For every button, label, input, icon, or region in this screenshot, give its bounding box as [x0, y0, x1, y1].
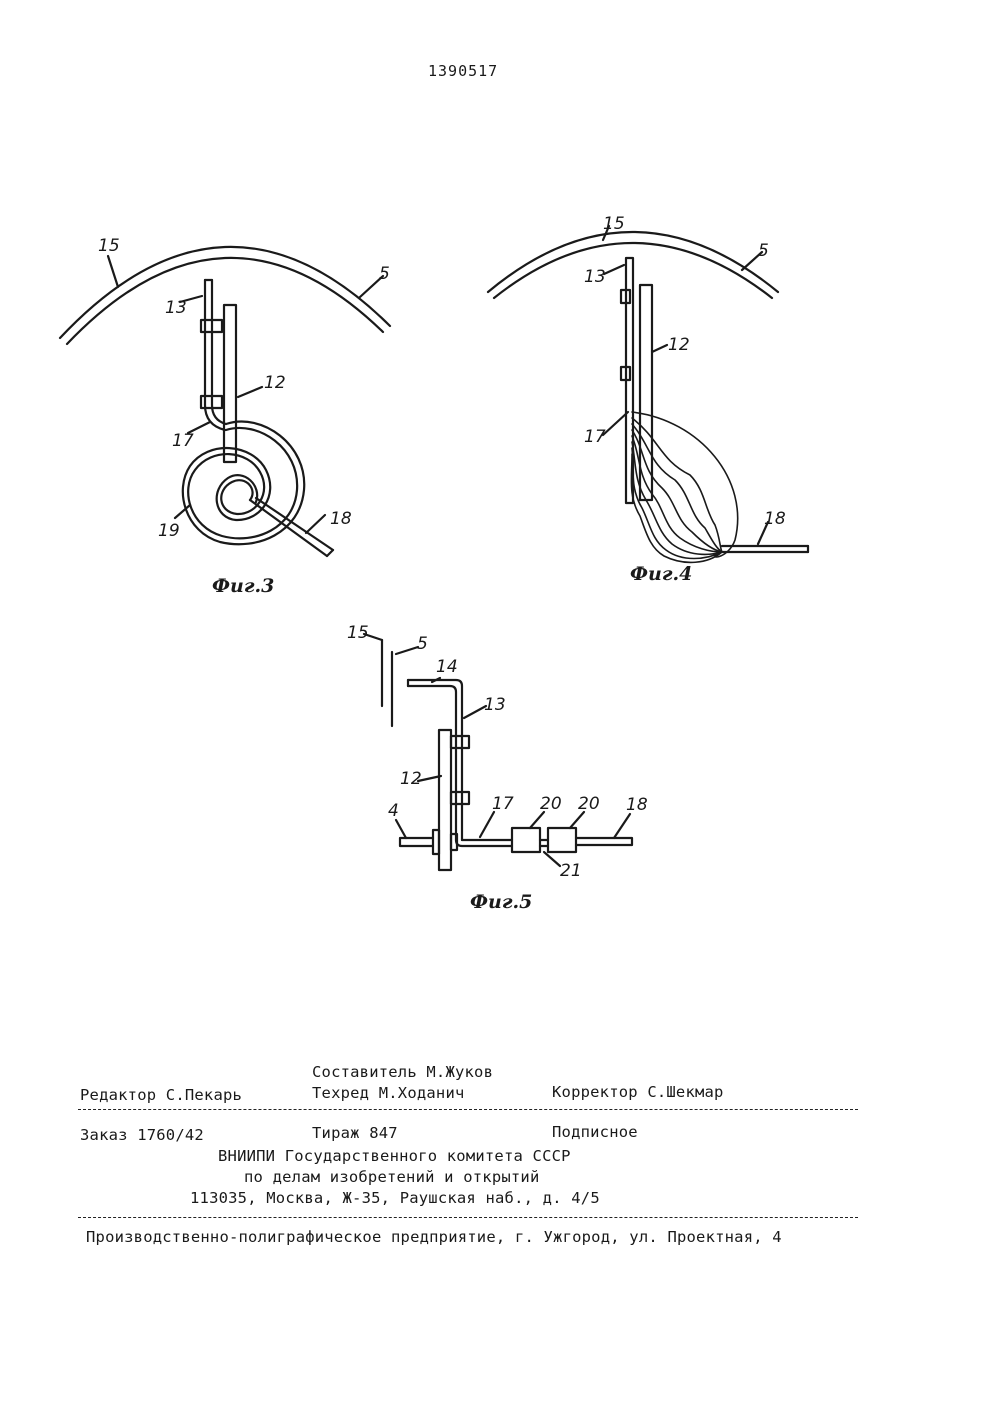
fig3-caption: Фиг.3 — [212, 575, 274, 597]
fig3-label-18: 18 — [330, 509, 352, 529]
fig3-label-19: 19 — [158, 521, 180, 541]
fig4-label-12: 12 — [668, 335, 690, 355]
leader-lines — [364, 634, 630, 866]
fig3-label-13: 13 — [165, 298, 187, 318]
fig4-caption: Фиг.4 — [630, 563, 692, 585]
housing-wall — [382, 640, 392, 726]
printer-line: Производственно-полиграфическое предприя… — [86, 1228, 782, 1246]
compiler-line: Составитель М.Жуков — [312, 1063, 493, 1081]
org-address: 113035, Москва, Ж-35, Раушская наб., д. … — [190, 1189, 600, 1207]
fig5-label-15: 15 — [347, 623, 369, 643]
techred-line: Техред М.Ходанич — [312, 1084, 465, 1102]
fig5-label-14: 14 — [436, 657, 458, 677]
circulation-line: Тираж 847 — [312, 1124, 398, 1142]
corrector-line: Корректор С.Шекмар — [552, 1083, 724, 1101]
subscription-line: Подписное — [552, 1123, 638, 1141]
divider-bottom — [78, 1217, 858, 1218]
divider-top — [78, 1109, 858, 1110]
fig5-label-12: 12 — [400, 769, 422, 789]
clamps — [451, 736, 469, 804]
editor-line: Редактор С.Пекарь — [80, 1086, 242, 1104]
wire-18 — [722, 546, 808, 552]
org-line-1: ВНИИПИ Государственного комитета СССР — [218, 1147, 571, 1165]
fig5-label-20a: 20 — [540, 794, 562, 814]
org-line-2: по делам изобретений и открытий — [244, 1168, 540, 1186]
patent-drawings: 15 5 13 12 17 19 18 Фиг.3 — [0, 0, 1000, 1000]
wire-bundle-17 — [631, 412, 737, 562]
plate-12 — [439, 730, 451, 870]
fig5-label-5: 5 — [417, 634, 428, 654]
plate-12 — [640, 285, 652, 500]
fig3-label-12: 12 — [264, 373, 286, 393]
shaft-4 — [400, 830, 457, 854]
fig5-label-18: 18 — [626, 795, 648, 815]
fig5-label-13: 13 — [484, 695, 506, 715]
order-line: Заказ 1760/42 — [80, 1126, 204, 1144]
fig4-label-13: 13 — [584, 267, 606, 287]
fig5-label-17: 17 — [492, 794, 514, 814]
fig5-label-21: 21 — [560, 861, 582, 881]
fig5-label-4: 4 — [388, 801, 399, 821]
fig3-label-5: 5 — [379, 264, 390, 284]
hook-14 — [408, 680, 462, 840]
figure-3: 15 5 13 12 17 19 18 Фиг.3 — [60, 236, 390, 597]
fig5-caption: Фиг.5 — [470, 891, 532, 913]
figure-5: 15 5 14 13 12 4 17 20 20 18 21 Фиг.5 — [347, 623, 648, 913]
fig3-label-17: 17 — [172, 431, 194, 451]
fig4-label-17: 17 — [584, 427, 606, 447]
fig3-label-15: 15 — [98, 236, 120, 256]
plate-12 — [224, 305, 236, 462]
figure-4: 15 5 13 12 17 18 Фиг.4 — [488, 214, 808, 585]
fig5-label-20b: 20 — [578, 794, 600, 814]
fig4-label-18: 18 — [764, 509, 786, 529]
fig4-label-15: 15 — [603, 214, 625, 234]
fig4-label-5: 5 — [758, 241, 769, 261]
